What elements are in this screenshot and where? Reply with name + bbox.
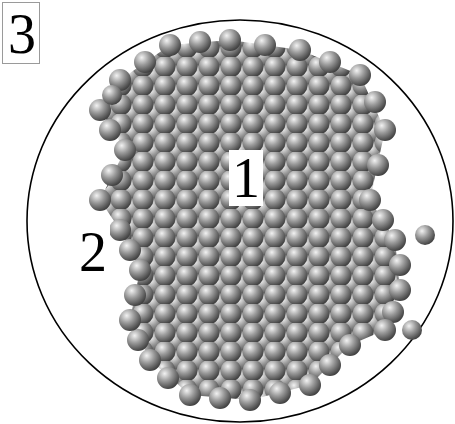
callout-number: 1	[229, 150, 263, 206]
boundary-circle	[27, 20, 453, 422]
callout-number: 2	[76, 224, 110, 280]
callout-box: 3	[2, 2, 40, 64]
callout-number: 3	[8, 6, 39, 62]
protein-atoms	[80, 30, 410, 410]
surface-atoms	[89, 29, 435, 411]
